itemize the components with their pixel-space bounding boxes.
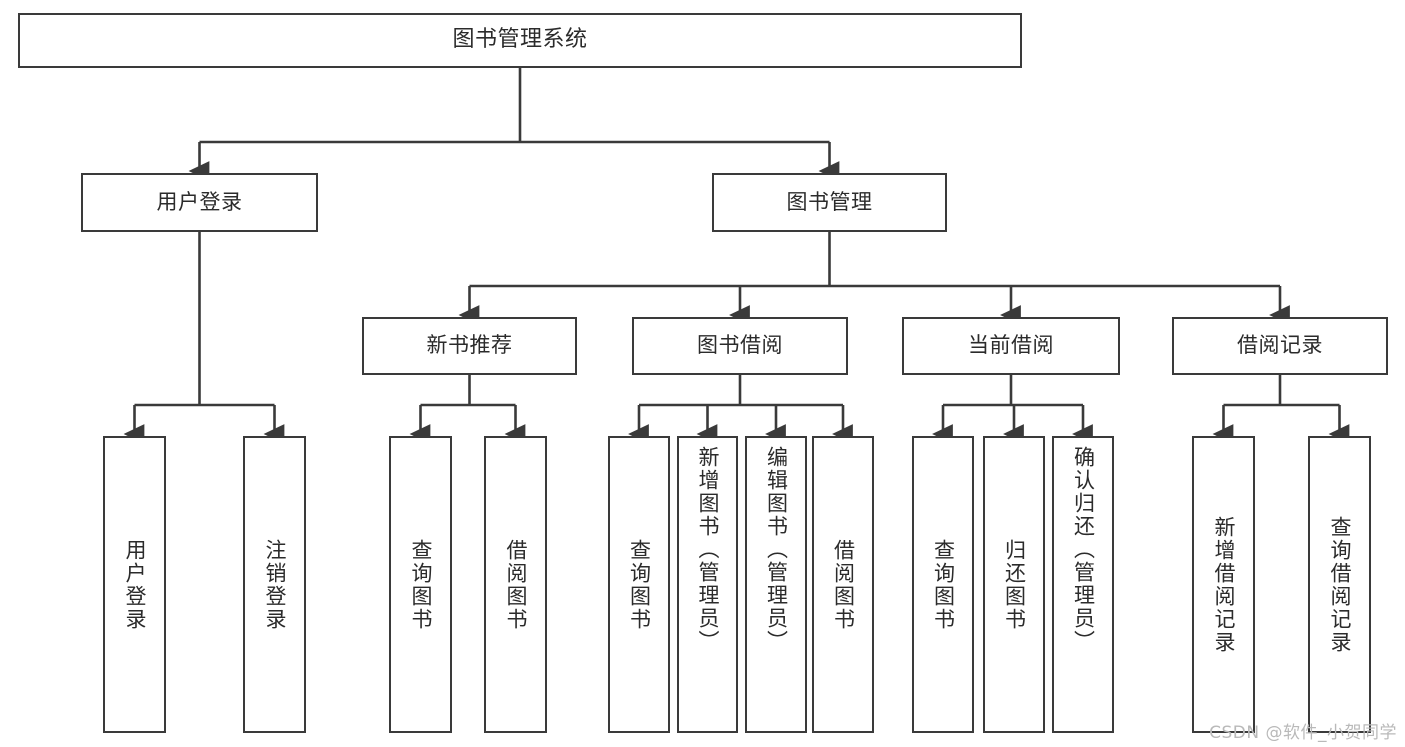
node-book-manage[interactable]: 图书管理: [712, 173, 947, 232]
node-leaf-br-edit[interactable]: 编辑图书（管理员）: [745, 436, 807, 733]
node-label-current-borrow: 当前借阅: [968, 333, 1054, 358]
node-label-leaf-rec-search: 查询借阅记录: [1328, 515, 1352, 654]
node-label-leaf-logout: 注销登录: [263, 538, 287, 631]
node-leaf-rec-add[interactable]: 新增借阅记录: [1192, 436, 1255, 733]
node-new-book-rec[interactable]: 新书推荐: [362, 317, 577, 375]
node-label-leaf-br-query: 查询图书: [627, 538, 652, 631]
node-book-borrow[interactable]: 图书借阅: [632, 317, 848, 375]
node-label-leaf-cb-confirm: 确认归还（管理员）: [1071, 446, 1096, 653]
node-label-root: 图书管理系统: [452, 27, 588, 53]
node-label-leaf-cb-return: 归还图书: [1002, 538, 1027, 631]
node-leaf-logout[interactable]: 注销登录: [243, 436, 306, 733]
node-label-leaf-cb-query: 查询图书: [931, 538, 956, 631]
node-borrow-record[interactable]: 借阅记录: [1172, 317, 1388, 375]
node-leaf-cb-query[interactable]: 查询图书: [912, 436, 974, 733]
node-leaf-user-login[interactable]: 用户登录: [103, 436, 166, 733]
node-label-user-login: 用户登录: [156, 189, 243, 214]
node-leaf-cb-return[interactable]: 归还图书: [983, 436, 1045, 733]
node-label-book-borrow: 图书借阅: [697, 333, 783, 358]
node-label-leaf-br-borrow: 借阅图书: [831, 538, 856, 631]
node-root[interactable]: 图书管理系统: [18, 13, 1022, 68]
node-current-borrow[interactable]: 当前借阅: [902, 317, 1120, 375]
node-label-leaf-br-edit: 编辑图书（管理员）: [764, 446, 789, 653]
node-user-login[interactable]: 用户登录: [81, 173, 318, 232]
node-leaf-cb-confirm[interactable]: 确认归还（管理员）: [1052, 436, 1114, 733]
node-label-book-manage: 图书管理: [786, 189, 873, 214]
node-label-leaf-user-login: 用户登录: [123, 538, 147, 631]
node-leaf-br-borrow[interactable]: 借阅图书: [812, 436, 874, 733]
node-label-new-book-rec: 新书推荐: [426, 333, 513, 358]
node-label-borrow-record: 借阅记录: [1237, 333, 1323, 358]
csdn-watermark: CSDN @软件_小贺同学: [1209, 723, 1397, 743]
node-label-leaf-rec-query: 查询图书: [409, 538, 433, 631]
node-leaf-rec-search[interactable]: 查询借阅记录: [1308, 436, 1371, 733]
node-label-leaf-br-add: 新增图书（管理员）: [696, 446, 720, 653]
node-label-leaf-rec-add: 新增借阅记录: [1212, 515, 1236, 654]
node-leaf-br-query[interactable]: 查询图书: [608, 436, 670, 733]
node-leaf-rec-borrow[interactable]: 借阅图书: [484, 436, 547, 733]
node-leaf-rec-query[interactable]: 查询图书: [389, 436, 452, 733]
node-leaf-br-add[interactable]: 新增图书（管理员）: [677, 436, 738, 733]
node-label-leaf-rec-borrow: 借阅图书: [504, 538, 528, 631]
